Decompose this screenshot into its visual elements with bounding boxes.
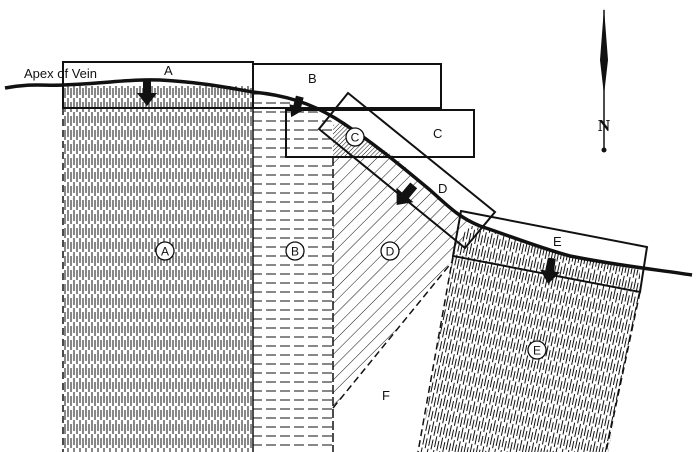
arrow-down-d-icon [396, 182, 418, 205]
arrow-down-e-icon [540, 257, 560, 284]
boundary-e-left [417, 255, 454, 452]
north-label: N [598, 116, 611, 135]
circled-label-c: C [345, 127, 365, 147]
claim-e [451, 209, 649, 294]
circled-label-a: A [155, 241, 175, 261]
svg-text:A: A [161, 245, 169, 259]
svg-text:E: E [533, 344, 541, 358]
claim-label-d: D [438, 181, 447, 196]
arrow-down-b-icon [289, 95, 306, 118]
claim-label-b: B [308, 71, 317, 86]
vein-apex-line [4, 78, 693, 277]
boundary-d-f [332, 261, 453, 409]
svg-text:B: B [291, 245, 299, 259]
north-arrow-icon: N [598, 8, 611, 153]
claim-b [252, 63, 442, 109]
claim-label-e: E [553, 234, 562, 249]
arrow-down-a-icon [137, 80, 157, 106]
circled-label-d: D [380, 241, 400, 261]
region-d [333, 157, 468, 408]
apex-label: Apex of Vein [24, 66, 97, 81]
claim-label-a: A [164, 63, 173, 78]
claim-d [317, 91, 497, 250]
svg-text:D: D [386, 245, 395, 259]
boundary-e-right [605, 291, 641, 452]
claim-label-c: C [433, 126, 442, 141]
circled-label-b: B [285, 241, 305, 261]
region-a [63, 108, 253, 452]
claim-a-hatch [63, 86, 253, 108]
claim-c [285, 109, 475, 158]
region-b [253, 92, 333, 452]
circled-label-e: E [527, 340, 547, 360]
region-label-f: F [382, 388, 390, 403]
svg-text:C: C [351, 131, 360, 145]
